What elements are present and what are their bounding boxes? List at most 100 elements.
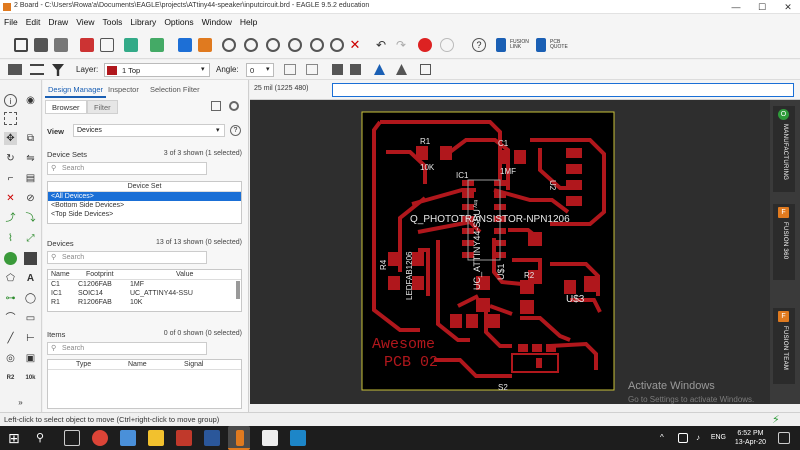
col-name[interactable]: Name (128, 361, 147, 368)
tab-filter[interactable]: Filter (87, 100, 118, 114)
word-icon[interactable] (204, 430, 220, 446)
list-item[interactable]: <Top Side Devices> (51, 211, 114, 218)
scrollbar[interactable] (236, 281, 240, 299)
file-explorer-icon[interactable] (148, 430, 164, 446)
text-icon[interactable]: A (26, 273, 35, 284)
copy-icon[interactable]: ⧉ (26, 133, 35, 144)
table-row[interactable]: C1 C1206FAB 1MF (48, 280, 241, 289)
ulp-icon[interactable] (198, 38, 212, 52)
tab-design-manager[interactable]: Design Manager (45, 83, 107, 98)
split-icon[interactable]: ⌐ (7, 173, 14, 184)
rect-icon[interactable]: ▭ (25, 313, 36, 324)
menu-window[interactable]: Window (201, 17, 232, 27)
via-icon[interactable] (4, 252, 17, 265)
status-ok-icon[interactable]: ⚡ (772, 414, 780, 426)
pcb-quote-icon[interactable] (536, 38, 546, 52)
clock[interactable]: 6:52 PM 13-Apr-20 (735, 429, 766, 447)
snap-icon[interactable] (350, 64, 361, 75)
language-indicator[interactable]: ENG (710, 434, 726, 441)
zoom-fit-icon[interactable] (222, 38, 236, 52)
menu-help[interactable]: Help (239, 17, 258, 27)
schematic-icon[interactable] (100, 38, 114, 52)
layers-icon[interactable] (150, 38, 164, 52)
polygon-icon[interactable]: ⬠ (6, 273, 15, 284)
menu-tools[interactable]: Tools (102, 17, 123, 27)
col-value[interactable]: Value (176, 271, 194, 278)
menu-draw[interactable]: Draw (48, 17, 69, 27)
tab-fusion-team[interactable]: F FUSION TEAM (773, 308, 795, 384)
menu-view[interactable]: View (76, 17, 95, 27)
chrome-icon[interactable] (92, 430, 108, 446)
print-icon[interactable] (54, 38, 68, 52)
paste-icon[interactable]: ▤ (25, 173, 36, 184)
volume-icon[interactable]: ♪ (696, 433, 700, 442)
menu-file[interactable]: File (4, 17, 18, 27)
solitaire-icon[interactable] (262, 430, 278, 446)
filter-icon[interactable] (52, 64, 64, 76)
board-canvas[interactable]: R1 10K C1 1MF IC1 U2 Q_PHOTOTRANSISTOR-N… (250, 100, 770, 404)
ripup-icon[interactable]: ⤵ (25, 213, 36, 224)
go-icon[interactable] (440, 38, 454, 52)
line-icon[interactable]: ╱ (7, 333, 14, 344)
redraw-icon[interactable] (310, 38, 324, 52)
spin-icon[interactable] (306, 64, 318, 75)
pcb-quote-label[interactable]: PCB QUOTE (550, 39, 568, 50)
delete-icon[interactable]: ✕ (6, 193, 15, 204)
attribute-icon[interactable]: ▣ (25, 353, 36, 364)
eye-icon[interactable]: ◉ (26, 95, 35, 106)
search-icon[interactable]: ⚲ (36, 432, 45, 444)
minimize-button[interactable]: — (731, 2, 741, 12)
save-icon[interactable] (34, 38, 48, 52)
wire-style-icon[interactable] (420, 64, 431, 75)
info-icon[interactable]: i (4, 94, 17, 107)
grid-icon[interactable] (332, 64, 343, 75)
export-icon[interactable] (124, 38, 138, 52)
select-icon[interactable] (211, 101, 221, 111)
expand-icon[interactable]: » (18, 398, 23, 407)
tab-selection-filter[interactable]: Selection Filter (150, 85, 200, 94)
table-row[interactable]: IC1 SOIC14 UC_ATTINY44-SSU (48, 289, 241, 298)
zoom-in-icon[interactable] (244, 38, 258, 52)
zoom-last-icon[interactable] (330, 38, 344, 52)
tab-manufacturing[interactable]: O MANUFACTURING (773, 106, 795, 192)
drc-icon[interactable] (374, 64, 385, 75)
list-item[interactable]: <All Devices> (48, 192, 241, 201)
open-icon[interactable] (14, 38, 28, 52)
list-item[interactable]: <Bottom Side Devices> (51, 202, 125, 209)
meander-icon[interactable]: ⌇ (8, 233, 13, 244)
dimension-icon[interactable]: ⊢ (26, 333, 35, 344)
col-type[interactable]: Type (76, 361, 92, 368)
tray-up-icon[interactable]: ^ (660, 433, 664, 442)
command-input[interactable] (332, 83, 794, 97)
network-icon[interactable] (678, 433, 688, 443)
layer-select[interactable]: 1 Top ▾ (104, 63, 210, 77)
script-icon[interactable] (178, 38, 192, 52)
optimize-icon[interactable]: ⊘ (26, 193, 35, 204)
angle-select[interactable]: 0 ▾ (246, 63, 274, 77)
menu-options[interactable]: Options (164, 17, 194, 27)
photos-icon[interactable] (120, 430, 136, 446)
slice-icon[interactable]: ⤢ (26, 233, 35, 244)
circle-icon[interactable]: ◯ (24, 293, 37, 304)
fusion-link-icon[interactable] (496, 38, 506, 52)
task-view-icon[interactable] (64, 430, 80, 446)
group-icon[interactable] (4, 112, 17, 125)
layer-settings-icon[interactable] (8, 64, 22, 75)
tab-inspector[interactable]: Inspector (108, 85, 139, 94)
devices-search[interactable]: ⚲ Search (47, 251, 207, 264)
hole-icon[interactable]: ◎ (6, 353, 15, 364)
value-icon[interactable]: 10k (25, 375, 36, 381)
route-tool-icon[interactable]: ⤴ (5, 213, 16, 224)
ratsnest-icon[interactable]: ✕ (349, 37, 361, 52)
undo-icon[interactable]: ↶ (375, 38, 387, 52)
help-icon[interactable]: ? (230, 125, 241, 136)
zoom-out-icon[interactable] (266, 38, 280, 52)
col-name[interactable]: Name (51, 271, 70, 278)
maximize-button[interactable]: ☐ (757, 2, 767, 12)
arduino-icon[interactable] (290, 430, 306, 446)
name-icon[interactable]: R2 (6, 375, 15, 381)
col-footprint[interactable]: Footprint (86, 271, 114, 278)
redo-icon[interactable]: ↷ (395, 38, 407, 52)
tab-fusion-360[interactable]: F FUSION 360 (773, 204, 795, 280)
zoom-select-icon[interactable] (288, 38, 302, 52)
